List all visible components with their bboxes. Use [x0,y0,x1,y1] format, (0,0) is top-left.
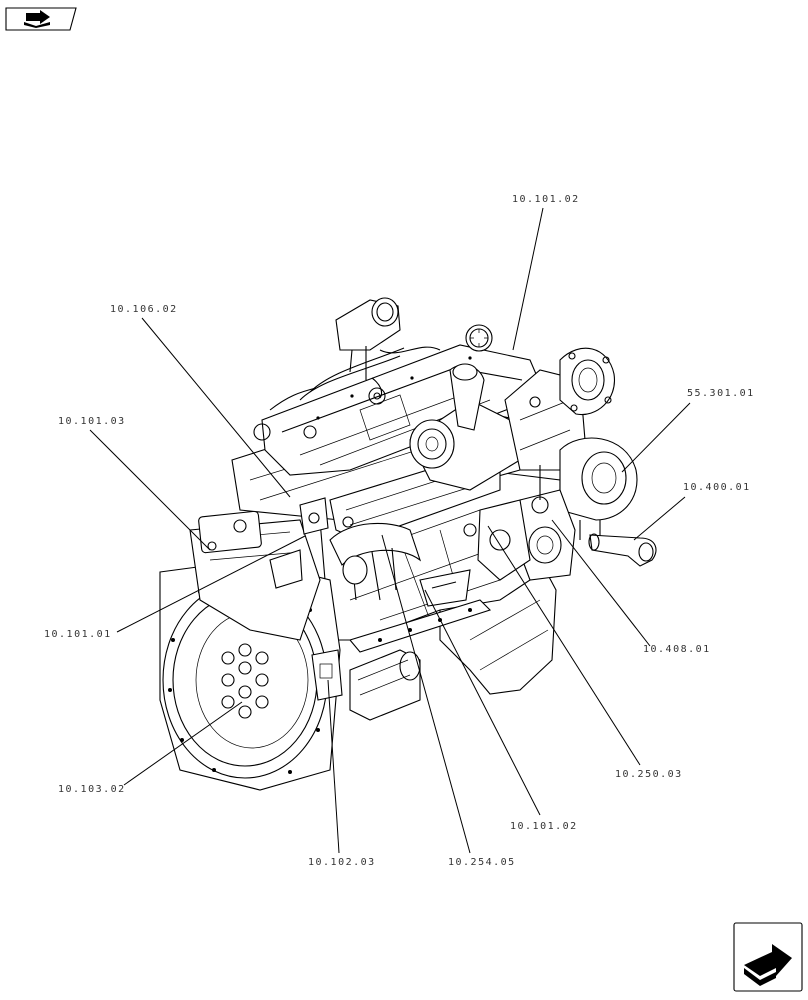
leader-c12 [381,534,471,854]
leader-c7 [551,519,651,647]
leader-c10 [424,589,541,816]
callout-label[interactable]: 10.250.03 [615,769,683,780]
compressor [559,437,638,521]
callout-label[interactable]: 10.102.03 [308,857,376,868]
leader-c1 [512,207,544,351]
callout-labels: 10.101.02 10.106.02 55.301.01 10.101.03 … [44,194,755,868]
callout-label[interactable]: 10.101.02 [512,194,580,205]
intake-pipe [329,522,422,566]
callout-label[interactable]: 10.103.02 [58,784,126,795]
leader-c11 [327,679,340,854]
callout-label[interactable]: 10.101.03 [58,416,126,427]
elbow-pipe [589,534,657,567]
callout-label[interactable]: 10.408.01 [643,644,711,655]
leader-c9 [123,701,243,786]
callout-label[interactable]: 10.400.01 [683,482,751,493]
leader-c4 [89,429,211,551]
next-page-arrow-icon[interactable] [733,922,803,992]
side-plate [311,649,343,701]
leader-c5 [633,496,686,541]
exhaust-flange [559,347,615,416]
callout-label[interactable]: 10.101.01 [44,629,112,640]
engine-illustration [159,297,657,791]
water-pump [477,499,531,581]
leader-c8 [487,525,641,766]
callout-label[interactable]: 10.101.02 [510,821,578,832]
book-arrow-icon[interactable] [5,7,77,31]
leader-c6 [116,535,306,633]
leader-lines [89,207,691,854]
leader-c2 [141,317,291,498]
callout-label[interactable]: 10.254.05 [448,857,516,868]
callout-label[interactable]: 10.106.02 [110,304,178,315]
callout-label[interactable]: 55.301.01 [687,388,755,399]
leader-c3 [621,402,691,473]
